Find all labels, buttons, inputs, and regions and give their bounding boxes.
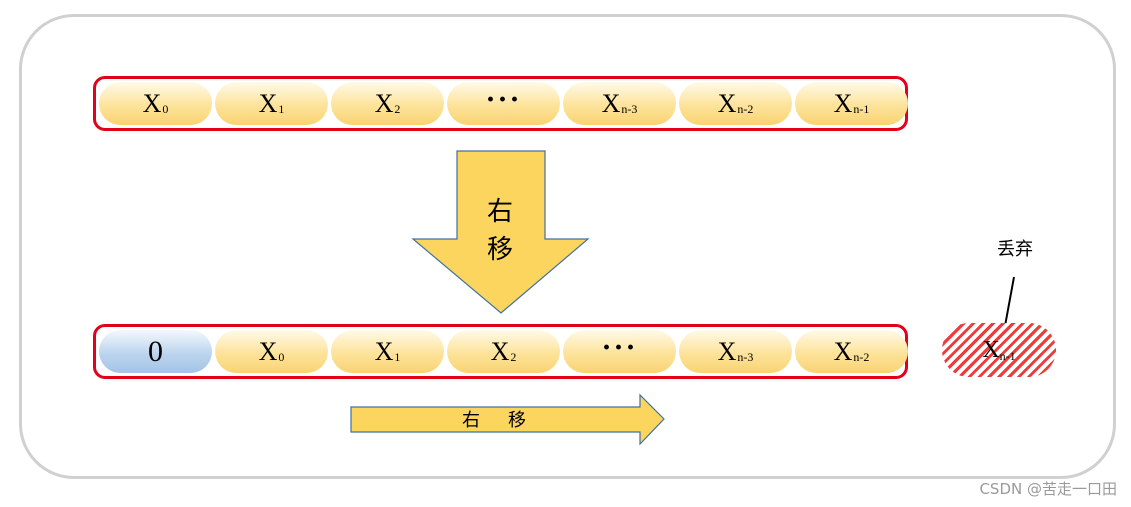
discard-label: 丢弃 <box>997 239 1033 260</box>
right-arrow-label: 右移 <box>462 410 554 431</box>
down-arrow-label: 右 移 <box>486 197 513 265</box>
right-arrow <box>350 393 665 446</box>
discard-pointer-line <box>1004 276 1015 327</box>
watermark: CSDN @苦走一口田 <box>979 480 1117 498</box>
top-cell-ellipsis: ··· <box>447 82 560 125</box>
bottom-cell-ellipsis: ··· <box>563 330 676 373</box>
bottom-cell-zero: 0 <box>99 330 212 373</box>
down-arrow <box>411 150 590 314</box>
